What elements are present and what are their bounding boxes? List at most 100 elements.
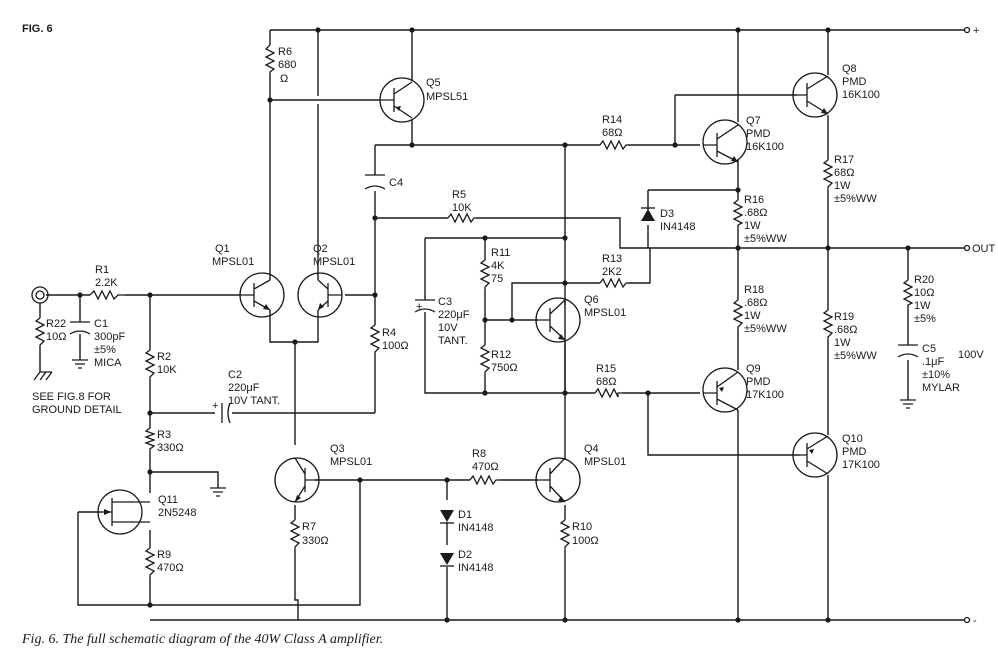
svg-text:68Ω: 68Ω	[596, 376, 616, 388]
resistor-r22: R22 10Ω	[34, 317, 66, 346]
junctions	[77, 27, 911, 623]
svg-text:68Ω: 68Ω	[602, 127, 622, 139]
svg-text:R11: R11	[491, 247, 510, 259]
svg-text:PMD: PMD	[842, 446, 867, 458]
svg-text:C2: C2	[228, 369, 242, 381]
svg-text:IN4148: IN4148	[660, 221, 695, 233]
svg-text:R6: R6	[278, 46, 292, 58]
svg-text:680: 680	[278, 59, 296, 71]
svg-text:16K100: 16K100	[842, 89, 880, 101]
resistor-r9: R9 470Ω	[144, 547, 184, 578]
svg-text:C1: C1	[94, 318, 108, 330]
resistor-r13: R13 2K2	[599, 253, 628, 289]
minus-terminal: -	[963, 615, 977, 627]
transistor-q9: Q9 PMD 17K100	[702, 363, 784, 413]
output-terminal: OUT	[963, 243, 996, 255]
svg-text:10Ω: 10Ω	[46, 331, 66, 343]
svg-text:IN4148: IN4148	[458, 562, 493, 574]
svg-text:R20: R20	[914, 274, 934, 286]
svg-text:D1: D1	[458, 509, 472, 521]
svg-text:1W: 1W	[834, 337, 851, 349]
svg-text:10V: 10V	[438, 322, 458, 334]
svg-text:Q9: Q9	[746, 363, 761, 375]
svg-text:±5%WW: ±5%WW	[744, 323, 787, 335]
ground-symbol	[900, 399, 916, 409]
svg-text:Q2: Q2	[313, 243, 328, 255]
resistor-r17: R17 68Ω 1W ±5%WW	[822, 154, 877, 205]
svg-text:+: +	[416, 301, 422, 313]
svg-text:C4: C4	[389, 177, 403, 189]
svg-text:R13: R13	[602, 253, 622, 265]
svg-text:MPSL01: MPSL01	[584, 456, 626, 468]
wires	[39, 29, 965, 621]
svg-text:TANT.: TANT.	[438, 335, 468, 347]
svg-text:R4: R4	[382, 327, 396, 339]
resistor-r15: R15 68Ω	[594, 363, 622, 399]
transistor-q3: Q3 MPSL01	[274, 443, 372, 503]
svg-text:+: +	[973, 25, 979, 37]
svg-text:Q1: Q1	[215, 243, 230, 255]
resistor-r12: R12 750Ω	[479, 344, 518, 375]
svg-text:R16: R16	[744, 194, 764, 206]
svg-text:10Ω: 10Ω	[914, 287, 934, 299]
svg-text:R15: R15	[596, 363, 616, 375]
diode-d1: D1 IN4148	[440, 509, 493, 534]
resistor-r4: R4 100Ω	[369, 324, 409, 353]
svg-text:220μF: 220μF	[228, 382, 260, 394]
svg-text:MPSL01: MPSL01	[584, 307, 626, 319]
diode-d3: D3 IN4148	[641, 207, 695, 233]
svg-text:1W: 1W	[914, 300, 931, 312]
svg-text:Q7: Q7	[746, 115, 761, 127]
resistor-r8: R8 470Ω	[469, 448, 500, 486]
svg-text:100Ω: 100Ω	[382, 340, 409, 352]
svg-text:MPSL01: MPSL01	[330, 456, 372, 468]
svg-text:R19: R19	[834, 311, 854, 323]
svg-text:300pF: 300pF	[94, 331, 125, 343]
transistor-q4: Q4 MPSL01	[535, 443, 626, 503]
svg-text:D2: D2	[458, 549, 472, 561]
svg-text:±5%WW: ±5%WW	[834, 350, 877, 362]
svg-text:100V: 100V	[958, 349, 984, 361]
svg-text:10K: 10K	[452, 202, 472, 214]
svg-text:SEE FIG.8 FOR: SEE FIG.8 FOR	[32, 391, 111, 403]
resistor-r19: R19 .68Ω 1W ±5%WW	[822, 309, 877, 362]
svg-text:GROUND DETAIL: GROUND DETAIL	[32, 404, 122, 416]
svg-text:10K: 10K	[157, 364, 177, 376]
svg-text:R8: R8	[472, 448, 486, 460]
ground-note: SEE FIG.8 FOR GROUND DETAIL	[32, 391, 122, 416]
resistor-r18: R18 .68Ω 1W ±5%WW	[732, 284, 787, 335]
svg-text:PMD: PMD	[746, 128, 771, 140]
svg-text:R18: R18	[744, 284, 764, 296]
svg-text:-: -	[973, 615, 977, 627]
capacitor-c4: C4	[364, 174, 403, 190]
svg-text:R10: R10	[572, 521, 592, 533]
capacitor-c1: C1 300pF ±5% MICA	[69, 318, 125, 369]
diode-d2: D2 IN4148	[440, 549, 493, 574]
plus-terminal: +	[963, 25, 979, 37]
svg-text:1W: 1W	[744, 220, 761, 232]
svg-text:75: 75	[491, 273, 503, 285]
svg-text:±5%WW: ±5%WW	[744, 233, 787, 245]
resistor-r11: R11 4K 75	[479, 247, 510, 290]
resistor-r6: R6 680 Ω	[264, 44, 296, 85]
svg-text:R22: R22	[46, 318, 66, 330]
svg-text:100Ω: 100Ω	[572, 535, 599, 547]
svg-text:.1μF: .1μF	[922, 356, 945, 368]
svg-text:R5: R5	[452, 189, 466, 201]
svg-text:PMD: PMD	[746, 376, 771, 388]
svg-text:Q11: Q11	[158, 494, 178, 506]
ground-symbol	[33, 371, 53, 381]
svg-text:17K100: 17K100	[842, 459, 880, 471]
svg-text:Q6: Q6	[584, 294, 599, 306]
svg-text:Q3: Q3	[330, 443, 345, 455]
input-jack	[31, 286, 49, 304]
svg-text:68Ω: 68Ω	[834, 167, 854, 179]
svg-text:MPSL01: MPSL01	[313, 256, 355, 268]
svg-text:R7: R7	[302, 521, 316, 533]
svg-text:Q4: Q4	[584, 443, 599, 455]
ground-symbol	[210, 487, 226, 497]
transistor-q10: Q10 PMD 17K100	[792, 432, 880, 478]
svg-text:R14: R14	[602, 114, 622, 126]
svg-text:MPSL51: MPSL51	[426, 91, 468, 103]
svg-text:.68Ω: .68Ω	[834, 324, 858, 336]
